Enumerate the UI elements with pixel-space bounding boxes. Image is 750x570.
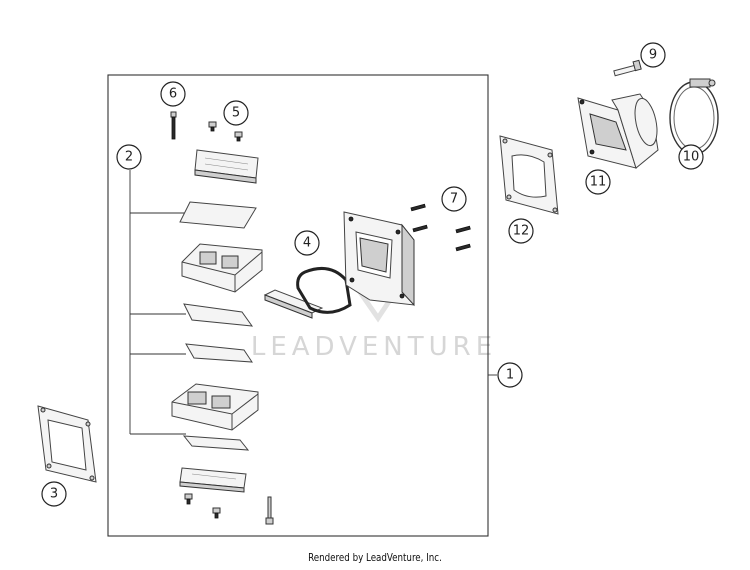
outer-gasket (37, 405, 97, 483)
svg-text:12: 12 (513, 224, 530, 239)
svg-text:5: 5 (232, 106, 240, 121)
bolts-set (410, 203, 471, 252)
small-screws-top (208, 121, 243, 142)
footer-credit: Rendered by LeadVenture, Inc. (308, 551, 442, 564)
callout-12[interactable]: 12 (508, 218, 534, 244)
callout-2[interactable]: 2 (116, 144, 142, 170)
callout-1[interactable]: 1 (497, 362, 523, 388)
svg-text:9: 9 (649, 48, 657, 63)
callout-5[interactable]: 5 (223, 100, 249, 126)
reed-petal-4 (182, 435, 250, 451)
svg-text:4: 4 (303, 236, 311, 251)
callout-4[interactable]: 4 (294, 230, 320, 256)
svg-text:6: 6 (169, 87, 177, 102)
manifold-bolt (613, 59, 642, 77)
svg-text:3: 3 (50, 487, 58, 502)
svg-text:1: 1 (506, 368, 514, 383)
intake-manifold (577, 93, 659, 169)
screw-long-bottom (265, 496, 274, 525)
callout-10[interactable]: 10 (678, 144, 704, 170)
reed-petal-1 (179, 201, 257, 229)
svg-text:11: 11 (590, 175, 607, 190)
callout-7[interactable]: 7 (441, 186, 467, 212)
callout-3[interactable]: 3 (41, 481, 67, 507)
callout-11[interactable]: 11 (585, 169, 611, 195)
reed-petal-3 (185, 343, 253, 363)
o-ring-gasket (296, 266, 352, 314)
callout-6[interactable]: 6 (160, 81, 186, 107)
spacer-bar (263, 289, 324, 319)
svg-text:7: 7 (450, 192, 458, 207)
reed-block-housing (343, 211, 415, 307)
screw-long-top (170, 111, 177, 140)
leader-lines (129, 170, 497, 435)
reed-stop-plate-bottom (179, 467, 247, 493)
reed-petal-2 (183, 303, 254, 327)
reed-cage-2 (171, 383, 259, 431)
hose-clamp (669, 78, 719, 155)
assembly-frame (107, 74, 489, 537)
reed-cage-1 (181, 243, 263, 293)
svg-text:2: 2 (125, 150, 133, 165)
callout-9[interactable]: 9 (640, 42, 666, 68)
svg-text:10: 10 (683, 150, 700, 165)
watermark-text: LEADVENTURE (251, 332, 497, 362)
reed-stop-plate-top (194, 149, 259, 184)
intake-gasket (499, 135, 559, 215)
small-screws-bottom (184, 493, 221, 519)
